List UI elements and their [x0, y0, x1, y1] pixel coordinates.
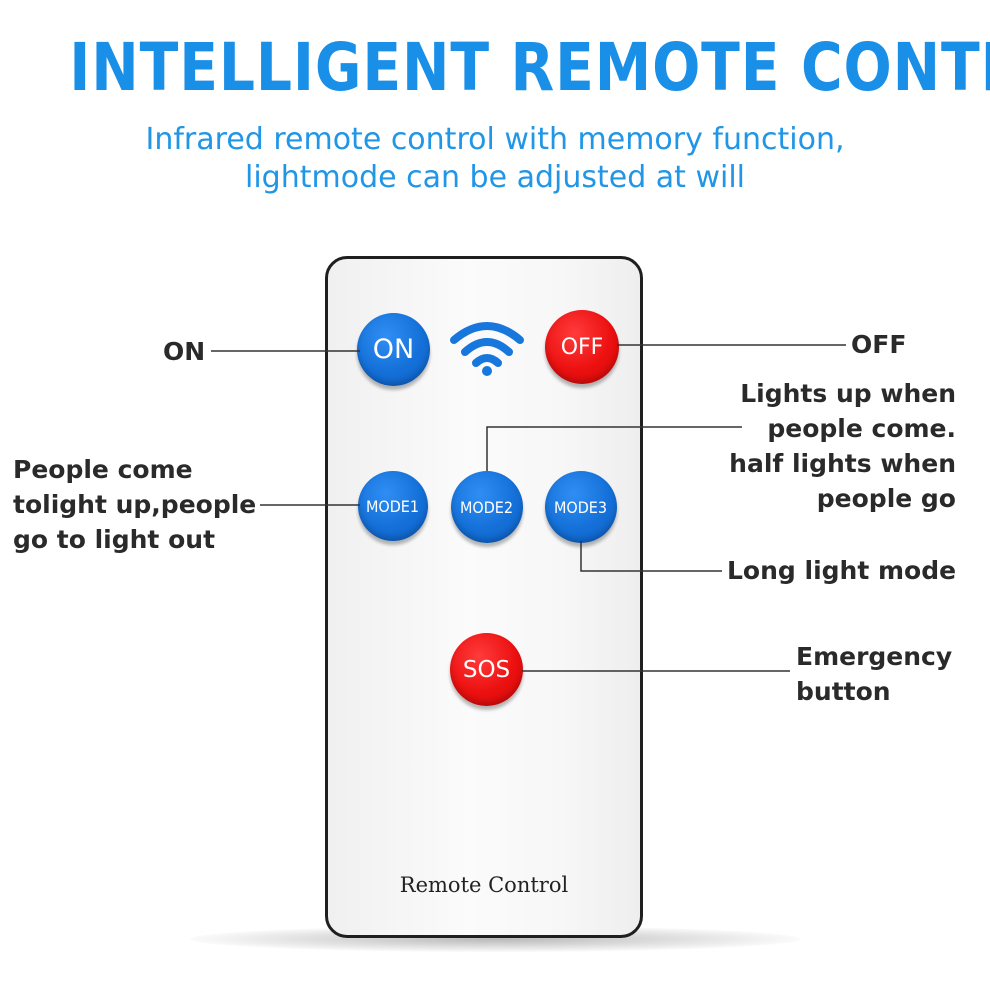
subtitle-line-2: lightmode can be adjusted at will: [245, 160, 745, 195]
remote-label: Remote Control: [399, 873, 569, 897]
callout-mode1-line-3: go to light out: [13, 525, 216, 554]
mode1-button[interactable]: MODE1: [358, 471, 428, 541]
callout-mode2-line-3: half lights when: [729, 449, 956, 478]
sos-button-label: SOS: [462, 656, 511, 683]
callout-mode1-line-1: People come: [13, 455, 193, 484]
callout-mode2-line-2: people come.: [767, 414, 956, 443]
on-button[interactable]: ON: [357, 313, 430, 386]
off-button[interactable]: OFF: [545, 310, 619, 384]
callout-sos: Emergency button: [796, 639, 952, 709]
wifi-signal-icon: [450, 322, 524, 376]
callout-mode1: People come tolight up,people go to ligh…: [13, 452, 256, 557]
mode2-button-label: MODE2: [460, 497, 514, 517]
callout-mode2: Lights up when people come. half lights …: [729, 376, 956, 516]
callout-mode2-line-4: people go: [816, 484, 956, 513]
mode2-button[interactable]: MODE2: [451, 471, 523, 543]
callout-mode2-line-1: Lights up when: [740, 379, 956, 408]
callout-sos-line-1: Emergency: [796, 642, 953, 671]
subtitle-line-1: Infrared remote control with memory func…: [145, 122, 845, 157]
callout-mode1-line-2: tolight up,people: [13, 490, 257, 519]
mode3-button-label: MODE3: [554, 497, 608, 517]
callout-sos-line-2: button: [796, 677, 891, 706]
page-title: INTELLIGENT REMOTE CONTROL: [69, 29, 990, 106]
sos-button[interactable]: SOS: [450, 633, 523, 706]
mode3-button[interactable]: MODE3: [545, 471, 617, 543]
callout-off: OFF: [851, 330, 907, 359]
off-button-label: OFF: [560, 334, 604, 360]
mode1-button-label: MODE1: [366, 496, 420, 516]
callout-mode3: Long light mode: [727, 556, 957, 585]
on-button-label: ON: [372, 334, 415, 365]
callout-on: ON: [163, 337, 206, 366]
